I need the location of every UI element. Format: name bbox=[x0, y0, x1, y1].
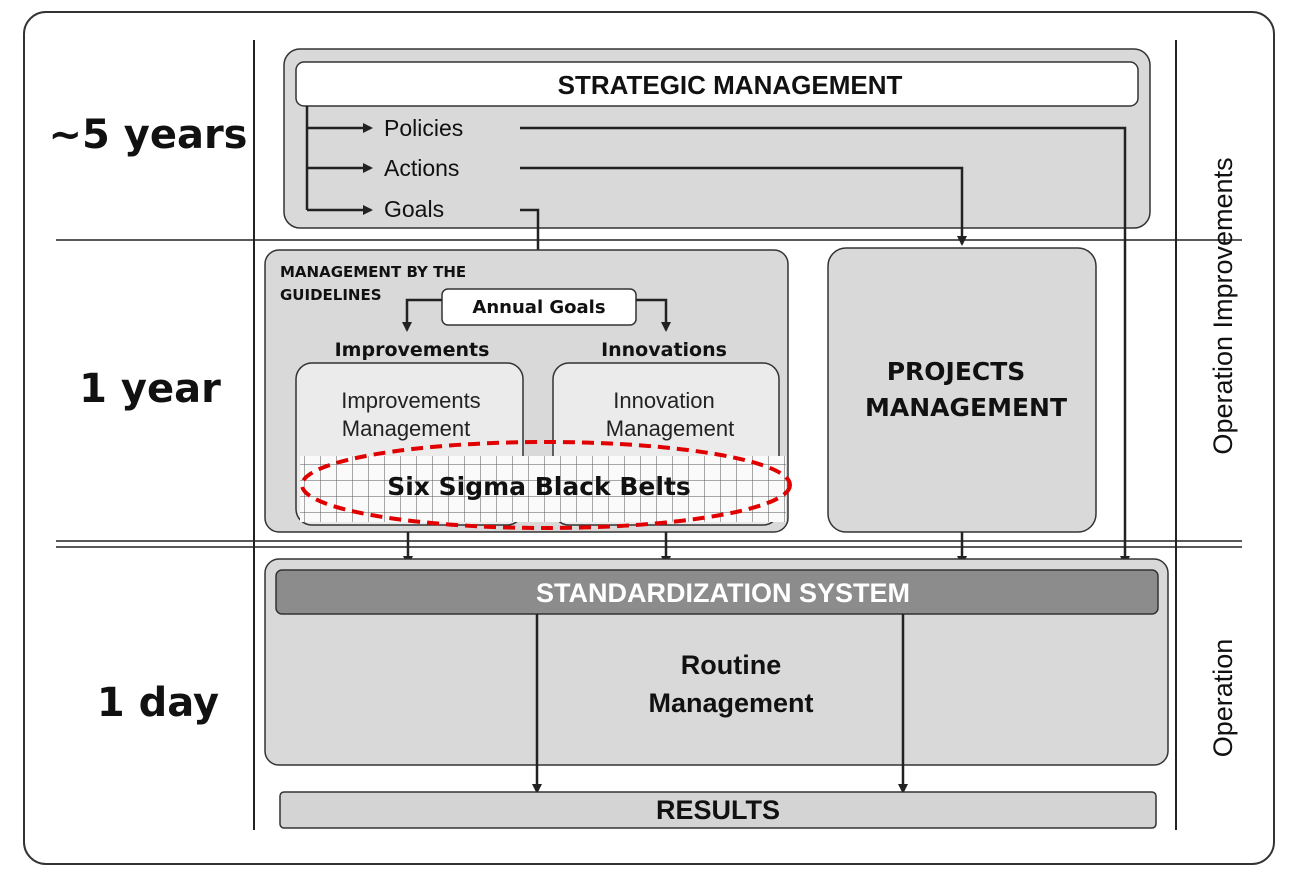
guidelines-title-line2: GUIDELINES bbox=[280, 286, 382, 304]
strategic-title-box bbox=[295, 61, 1139, 107]
projects-line1: PROJECTS bbox=[887, 357, 1026, 386]
time-label-five-years: ~5 years bbox=[48, 112, 247, 158]
six-sigma-highlight-ellipse bbox=[300, 440, 792, 530]
strategic-title: STRATEGIC MANAGEMENT bbox=[558, 70, 903, 100]
results-bar bbox=[279, 791, 1157, 829]
innovations-heading: Innovations bbox=[601, 339, 727, 361]
improvements-box-line1: Improvements bbox=[341, 388, 480, 413]
innovation-box-line1: Innovation bbox=[613, 388, 715, 413]
improvements-heading: Improvements bbox=[335, 339, 490, 361]
time-label-one-day: 1 day bbox=[97, 680, 219, 726]
actions-to-projects-line bbox=[520, 166, 967, 246]
annual-goals-to-improvements-arrow bbox=[402, 298, 442, 332]
projects-management-box bbox=[827, 247, 1097, 533]
actions-label: Actions bbox=[384, 155, 459, 181]
results-title: RESULTS bbox=[656, 795, 780, 825]
improvements-box-line2: Management bbox=[342, 416, 470, 441]
side-label-operation-improvements: Operation Improvements bbox=[1208, 157, 1238, 454]
policies-label: Policies bbox=[384, 115, 463, 141]
policies-to-standardization-line bbox=[520, 126, 1130, 566]
annual-goals-to-innovations-arrow bbox=[636, 298, 671, 332]
routine-line1: Routine bbox=[681, 650, 782, 680]
projects-line2: MANAGEMENT bbox=[865, 393, 1067, 422]
side-label-operation: Operation bbox=[1208, 639, 1238, 758]
six-sigma-grid bbox=[300, 456, 786, 522]
guidelines-title-line1: MANAGEMENT BY THE bbox=[280, 263, 466, 281]
standardization-title: STANDARDIZATION SYSTEM bbox=[536, 578, 910, 608]
annual-goals-box bbox=[441, 288, 637, 326]
six-sigma-label: Six Sigma Black Belts bbox=[387, 472, 691, 501]
standardization-bar bbox=[275, 569, 1159, 615]
innovation-box-line2: Management bbox=[606, 416, 734, 441]
goals-label: Goals bbox=[384, 196, 444, 222]
routine-line2: Management bbox=[648, 688, 813, 718]
time-label-one-year: 1 year bbox=[79, 366, 221, 412]
annual-goals-label: Annual Goals bbox=[472, 297, 605, 318]
